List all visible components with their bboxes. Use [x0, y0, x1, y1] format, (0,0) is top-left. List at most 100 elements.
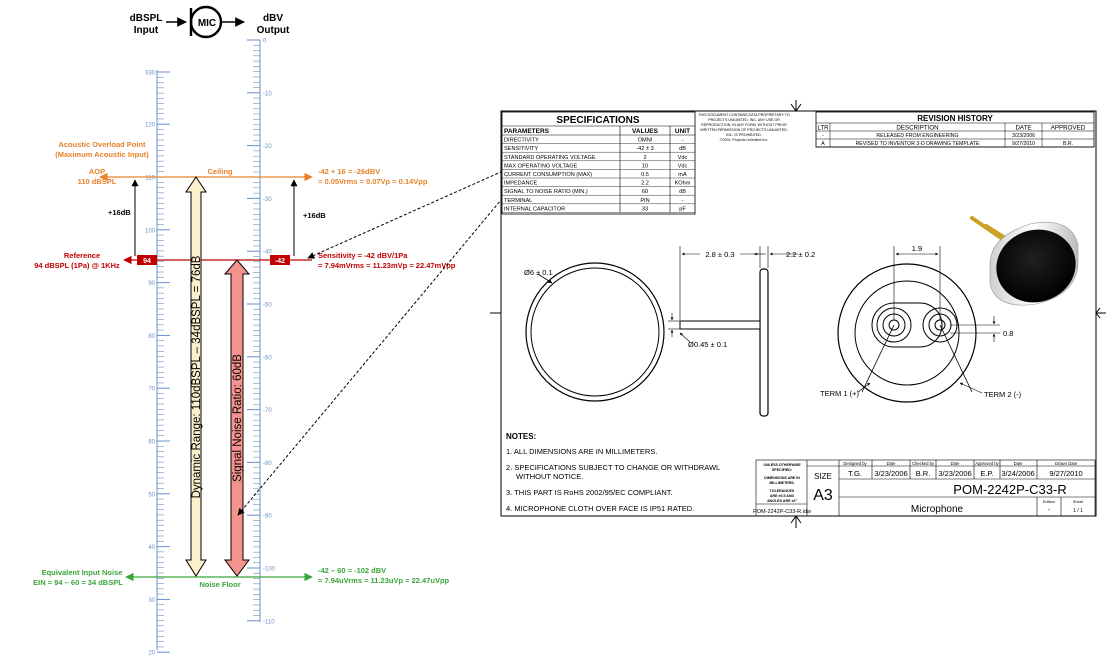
dbspl-input-label-1: dBSPL: [130, 13, 163, 24]
spec-param: SENSITIVITY: [504, 146, 538, 152]
height-dim: 2.2 ± 0.2: [786, 250, 815, 259]
revision-cell: RELEASED FROM ENGINEERING: [876, 133, 958, 139]
pin-dia-dim: Ø0.45 ± 0.1: [688, 340, 727, 349]
tb-file: POM-2242P-C33-R.idw: [753, 509, 811, 515]
title-block-text: UNLESS OTHERWISE SPECIFIED: DIMENSIONS A…: [753, 461, 1084, 515]
plus16-right-label: +16dB: [303, 211, 326, 220]
sensitivity-line2: = 7.94mVrms = 11.23mVp = 22.47mVpp: [318, 261, 456, 270]
revision-header: DATE: [1015, 125, 1031, 132]
note-1: 1. ALL DIMENSIONS ARE IN MILLIMETERS.: [506, 447, 657, 456]
spec-param: TERMINAL: [504, 198, 532, 204]
microphone-photo: [970, 216, 1079, 306]
tb-description: Microphone: [911, 504, 964, 515]
spec-header: PARAMETERS: [504, 128, 550, 135]
aop-dbv-line1: -42 + 16 = -26dBV: [318, 167, 380, 176]
dbspl-tick-label: 70: [148, 387, 155, 393]
spec-param: IMPEDANCE: [504, 181, 538, 187]
note-3: 3. THIS PART IS RoHS 2002/95/EC COMPLIAN…: [506, 488, 673, 497]
tb-part-number: POM-2242P-C33-R: [953, 482, 1066, 497]
tb-sheet-label: Sheet: [1073, 499, 1084, 504]
tb-unless-2: SPECIFIED:: [772, 468, 792, 472]
side-view: 2.8 ± 0.3 2.2 ± 0.2 Ø0.45 ± 0.1: [668, 246, 815, 417]
spec-unit: mA: [678, 172, 687, 178]
spec-value: -42 ± 3: [636, 146, 653, 152]
dbv-tick-label: -20: [263, 144, 272, 150]
proprietary-line: THIS DOCUMENT CONTAINS DATA PROPRIETARY …: [698, 113, 789, 117]
spec-param: STANDARD OPERATING VOLTAGE: [504, 155, 596, 161]
spec-value: 2.2: [641, 181, 649, 187]
revision-header: LTR: [817, 125, 829, 132]
ein-title: Equivalent Input Noise: [42, 568, 123, 577]
badge-94-text: 94: [143, 258, 151, 265]
term2-label: TERM 2 (-): [984, 390, 1022, 399]
spec-value: 10: [642, 163, 648, 169]
ceiling-label: Ceiling: [207, 167, 232, 176]
noise-floor-label: Noise Floor: [199, 580, 240, 589]
spec-header: UNIT: [675, 128, 690, 135]
tb-approved: E.P.: [980, 469, 993, 478]
dbv-scale: 0-10-20-30-40-50-60-70-80-90-100-110: [247, 39, 276, 625]
aop-value: 110 dBSPL: [78, 177, 117, 186]
tb-tol-2: ARE ±0.5 AND: [770, 494, 795, 498]
tb-checked: B.R.: [916, 469, 931, 478]
tb-dims-1: DIMENSIONS ARE IN: [764, 476, 800, 480]
spec-header: VALUES: [632, 128, 659, 135]
dbv-tick-label: -10: [263, 91, 272, 97]
tb-tol-3: ANGLES ARE ±2°: [767, 499, 797, 503]
aop-title: Acoustic Overload Point: [58, 140, 146, 149]
dbspl-tick-label: 80: [148, 334, 155, 340]
tb-designed: T.G.: [848, 469, 862, 478]
revision-header: APPROVED: [1051, 125, 1086, 132]
rear-view: 1.9 0.8 TERM 1 (+) TERM 2 (-): [820, 244, 1022, 403]
spec-value: 60: [642, 189, 648, 195]
sensitivity-connector: [307, 166, 513, 259]
spec-value: 2: [643, 155, 646, 161]
tb-date-label-2: Date: [951, 461, 961, 466]
front-view: Ø6 ± 0.1: [524, 262, 665, 402]
note-4: 4. MICROPHONE CLOTH OVER FACE IS IP51 RA…: [506, 504, 694, 513]
reference-value: 94 dBSPL (1Pa) @ 1KHz: [34, 261, 120, 270]
aop-dbv-line2: = 0.05Vrms = 0.07Vp = 0.14Vpp: [318, 177, 428, 186]
dbspl-tick-label: 60: [148, 440, 155, 446]
revision-cell: REVISED TO INVENTOR 3-D DRAWING TEMPLATE: [856, 141, 980, 147]
reference-title: Reference: [64, 251, 100, 260]
mic-label: MIC: [198, 18, 216, 29]
spec-param: INTERNAL CAPACITOR: [504, 206, 565, 212]
ein-value: EIN = 94 – 60 = 34 dBSPL: [33, 578, 123, 587]
spec-unit: Vdc: [678, 155, 688, 161]
revision-cell: 9/27/2010: [1012, 141, 1035, 147]
spec-unit: dB: [679, 146, 686, 152]
revision-cell: -: [822, 133, 824, 139]
spec-unit: KOhm: [675, 181, 691, 187]
dbspl-tick-label: 120: [145, 123, 156, 129]
spec-unit: pF: [679, 206, 686, 212]
dynamic-range-label: Dynamic Range: 110dBSPL – 34dBSPL = 76dB: [191, 255, 203, 498]
tb-size: A3: [813, 487, 833, 504]
spec-value: OMNI: [638, 138, 653, 144]
spec-unit: dB: [679, 189, 686, 195]
notes-title: NOTES:: [506, 432, 536, 441]
dbv-output-label-2: Output: [257, 25, 290, 36]
tb-checked-date: 3/23/2006: [938, 469, 971, 478]
dbv-tick-label: -60: [263, 355, 272, 361]
revision-cell: 3/23/2006: [1012, 133, 1035, 139]
revision-header: DESCRIPTION: [896, 125, 938, 132]
spec-value: PIN: [640, 198, 649, 204]
note-2-cont: WITHOUT NOTICE.: [516, 472, 583, 481]
snr-label: Signal Noise Ratio: 60dB: [232, 354, 244, 482]
spec-param: MAX OPERATING VOLTAGE: [504, 163, 578, 169]
note-2: 2. SPECIFICATIONS SUBJECT TO CHANGE OR W…: [506, 463, 720, 472]
dbv-tick-label: -80: [263, 461, 272, 467]
badge-minus42-text: -42: [275, 258, 285, 265]
tb-designed-date: 3/23/2006: [874, 469, 907, 478]
title-block: [755, 459, 1096, 517]
center-marks: [490, 100, 1106, 528]
level-diagram: dBSPL Input MIC dBV Output 3301201101009…: [33, 5, 517, 656]
dbv-tick-label: -30: [263, 197, 272, 203]
sensitivity-line1: Sensitivity = -42 dBV/1Pa: [318, 251, 408, 260]
dbspl-input-label-2: Input: [134, 25, 159, 36]
ein-dbv-line1: -42 – 60 = -102 dBV: [318, 566, 386, 575]
